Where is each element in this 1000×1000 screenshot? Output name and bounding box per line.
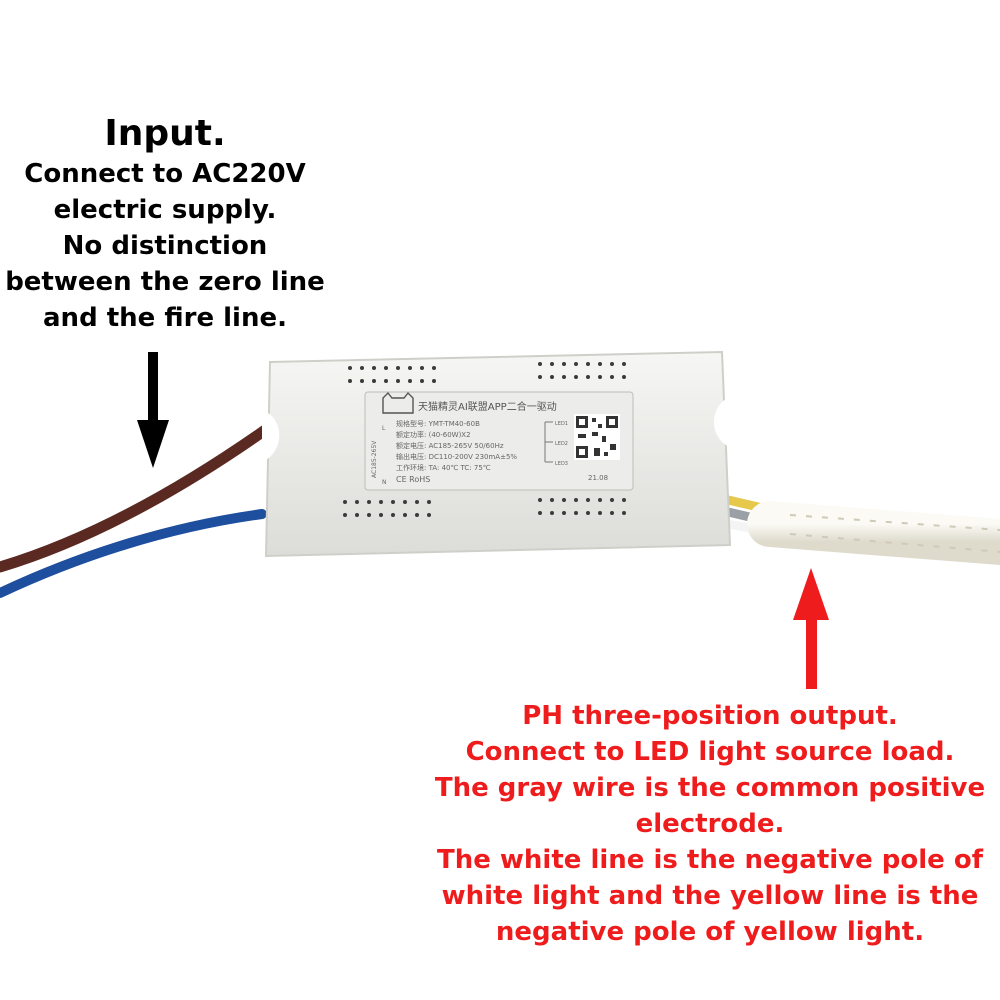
- output-caption: PH three-position output. Connect to LED…: [430, 698, 990, 950]
- label-out-1: LED1: [555, 421, 568, 427]
- output-caption-line: PH three-position output.: [522, 701, 898, 731]
- label-out-2: LED2: [555, 441, 568, 447]
- label-brand-line: 天猫精灵AI联盟APP二合一驱动: [418, 400, 557, 413]
- output-bracket: [544, 421, 553, 463]
- output-caption-line: electrode.: [635, 809, 785, 839]
- label-voltage-out-line: 输出电压: DC110-200V 230mA±5%: [396, 452, 517, 461]
- wire-sleeve-texture: [789, 514, 1000, 553]
- input-caption-line: No distinction: [62, 231, 268, 261]
- label-voltage-in-line: 额定电压: AC185-265V 50/60Hz: [396, 441, 504, 450]
- output-caption-line: The white line is the negative pole of: [436, 845, 984, 875]
- output-caption-line: negative pole of yellow light.: [495, 917, 925, 947]
- vent-holes: [343, 362, 626, 517]
- cat-logo-icon: [382, 391, 414, 414]
- spec-label: 天猫精灵AI联盟APP二合一驱动 规格型号: YMT-TM40-60B 额定功率…: [364, 391, 634, 491]
- label-date-code: 21.08: [588, 474, 608, 482]
- input-caption-line: Connect to AC220V: [24, 159, 306, 189]
- wire-sleeve: [747, 501, 1000, 565]
- label-terminal-l: L: [382, 425, 386, 432]
- output-caption-line: Connect to LED light source load.: [465, 737, 955, 767]
- input-arrow-icon: [137, 352, 169, 468]
- blue-wire: [0, 509, 267, 598]
- input-caption-title: Input.: [104, 113, 226, 154]
- qr-code-icon: [574, 414, 620, 460]
- brown-wire: [0, 422, 274, 573]
- input-caption-line: electric supply.: [53, 195, 277, 225]
- label-cert-line: CE RoHS: [396, 475, 430, 484]
- input-caption-line: and the fire line.: [43, 303, 287, 333]
- label-out-3: LED3: [555, 461, 568, 467]
- label-model-line: 规格型号: YMT-TM40-60B: [396, 419, 480, 428]
- label-env-line: 工作环境: TA: 40℃ TC: 75℃: [396, 463, 491, 472]
- input-caption: Input. Connect to AC220V electric supply…: [0, 112, 330, 336]
- label-input-side: AC185-265V: [371, 440, 378, 478]
- led-driver: 天猫精灵AI联盟APP二合一驱动 规格型号: YMT-TM40-60B 额定功率…: [262, 350, 732, 558]
- output-arrow-icon: [793, 568, 829, 689]
- label-terminal-n: N: [382, 479, 387, 486]
- output-caption-line: white light and the yellow line is the: [441, 881, 979, 911]
- label-power-line: 额定功率: (40-60W)X2: [396, 430, 471, 439]
- output-caption-line: The gray wire is the common positive: [434, 773, 986, 803]
- input-caption-line: between the zero line: [5, 267, 325, 297]
